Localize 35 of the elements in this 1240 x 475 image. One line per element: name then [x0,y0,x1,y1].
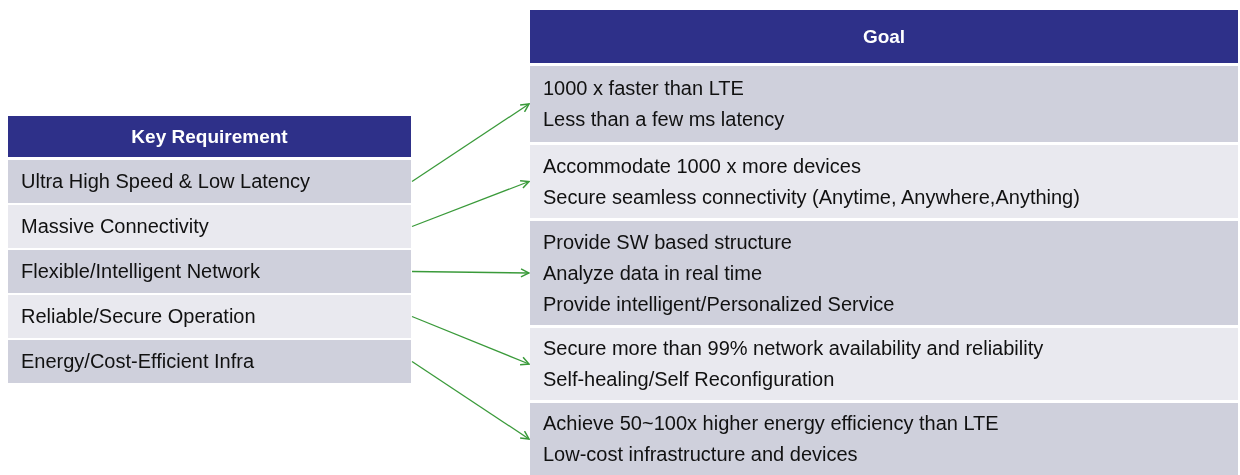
row-text: Self-healing/Self Reconfiguration [543,367,835,392]
header-text: Key Requirement [131,125,288,149]
row-text: Secure seamless connectivity (Anytime, Anywhere,Anything) [543,184,1080,210]
table-row [8,250,411,293]
row-text: Secure more than 99% network availability and reliability [543,336,1044,361]
row-text: Energy/Cost-Efficient Infra [21,349,255,374]
row-text: Provide intelligent/Personalized Service [543,291,895,317]
row-text: 1000 x faster than LTE [543,76,744,101]
row-text: Low-cost infrastructure and devices [543,442,858,467]
row-text: Less than a few ms latency [543,107,785,132]
row-text: Analyze data in real time [543,260,762,286]
table-row [530,66,1238,142]
arrow [411,268,530,278]
table-header [530,10,1238,63]
arrow [411,179,530,228]
row-text: Ultra High Speed & Low Latency [21,169,311,194]
row-text: Flexible/Intelligent Network [21,259,260,284]
row-text: Massive Connectivity [21,214,209,239]
row-text: Accommodate 1000 x more devices [543,153,861,179]
arrow [411,103,530,183]
arrow [411,360,530,440]
table-row [8,160,411,203]
table-row [530,145,1238,218]
row-text: Achieve 50~100x higher energy efficiency than LTE [543,411,999,436]
row-text: Reliable/Secure Operation [21,304,256,329]
table-row [8,340,411,383]
header-text: Goal [862,25,906,49]
table-row [8,205,411,248]
row-text: Provide SW based structure [543,229,792,255]
table-row [530,403,1238,475]
table-row [530,221,1238,325]
table-row [530,328,1238,400]
table-header [8,116,411,157]
arrow [411,315,530,366]
table-row [8,295,411,338]
